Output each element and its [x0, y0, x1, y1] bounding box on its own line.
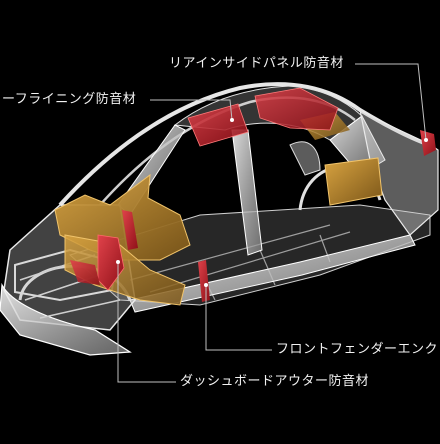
fender-pillar-insulator	[198, 260, 210, 302]
rear-wheel-arch-inner	[289, 141, 321, 176]
front-bumper	[0, 282, 132, 356]
leader-lines	[117, 63, 427, 383]
dash-insulator-lower	[64, 234, 186, 306]
label-roof-lining-insulator: ーフライニング防音材	[2, 92, 137, 107]
roof-rail	[58, 82, 431, 207]
rear-panel-insulator	[254, 87, 339, 131]
leader-roof-lining	[150, 99, 233, 121]
leader-fender	[205, 285, 272, 351]
label-front-fender-insulator: フロントフェンダーエンク	[276, 342, 439, 357]
a-pillar-red	[122, 210, 138, 250]
roof-lining-insulator	[187, 103, 249, 147]
leader-rear-panel	[355, 63, 427, 141]
rear-lamp-red	[420, 130, 436, 156]
label-rear-inside-panel-insulator: リアインサイドパネル防音材	[169, 56, 344, 71]
label-dash-outer-insulator: ダッシュボードアウター防音材	[180, 374, 370, 389]
leader-dash	[117, 262, 176, 383]
front-fender-insulator-2	[70, 260, 100, 285]
leader-dots	[116, 118, 428, 287]
rear-floor-insulator	[324, 157, 383, 206]
